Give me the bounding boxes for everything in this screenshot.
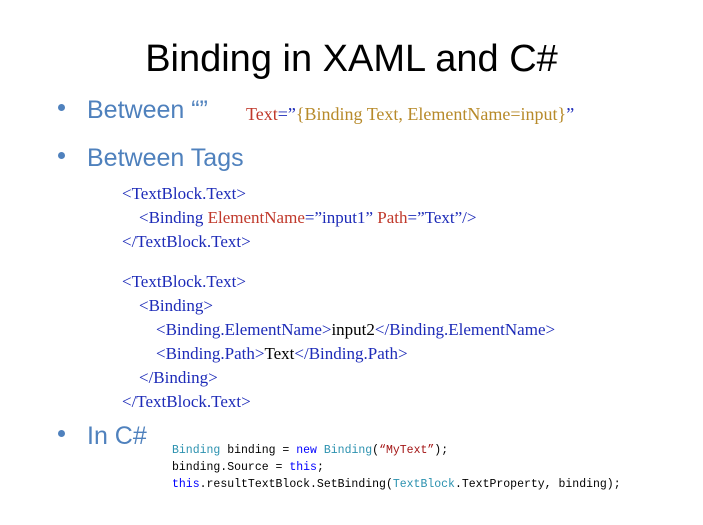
slide-title: Binding in XAML and C# [145,38,558,80]
bullet-label: In C# [87,422,147,450]
xaml-tags-block-2: <TextBlock.Text> <Binding> <Binding.Elem… [122,272,556,411]
bullet-dot-icon [58,430,65,437]
csharp-code-block: Binding binding = new Binding(“MyText”);… [172,444,621,491]
bullet-between-tags: Between Tags [58,144,244,173]
bullet-in-csharp: In C# [58,422,147,451]
bullet-dot-icon [58,152,65,159]
bullet-label: Between “” [87,96,208,124]
bullet-dot-icon [58,104,65,111]
bullet-label: Between Tags [87,144,244,172]
xaml-tags-block-1: <TextBlock.Text> <Binding ElementName=”i… [122,184,477,251]
bullet-between-quotes: Between “” [58,96,208,125]
inline-binding-code: Text=”{Binding Text, ElementName=input}” [246,104,575,124]
